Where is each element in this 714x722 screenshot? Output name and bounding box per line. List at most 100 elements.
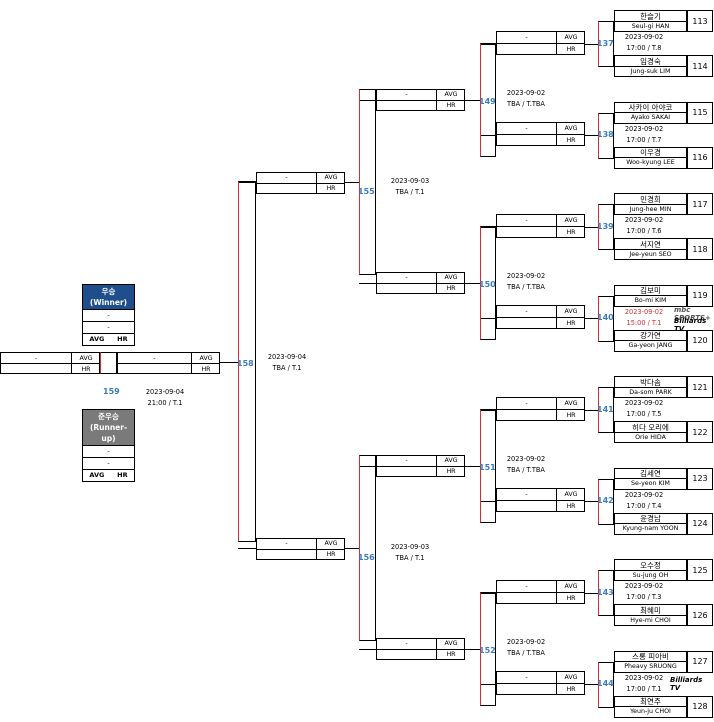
match-date: 2023-09-02 [624,124,664,133]
slot-name: - [525,308,528,315]
player-name-english: Woo-kyung LEE [615,157,686,167]
avg-label: AVG [444,640,458,648]
hr-label: HR [117,335,128,343]
seed-number: 128 [687,695,713,718]
match-date: 2023-09-02 [624,582,664,590]
bracket-line [480,43,496,45]
slot-row-top: -AVG [118,353,219,363]
bracket-line [585,501,598,502]
player-name-english: Ayako SAKAI [615,112,686,122]
match-number: 155 [358,186,375,196]
match-number: 140 [597,313,614,322]
bracket-line [345,547,359,549]
divider [71,353,72,363]
match-date: 2023-09-02 [624,307,664,316]
connector-box [598,661,614,708]
divider [316,549,317,560]
bracket-line [480,226,496,228]
award-title: 우승(Winner) [83,285,134,309]
connector-box [480,43,496,157]
player-name-korean: 서지연 [640,239,661,249]
seed-number: 122 [687,421,713,443]
divider [556,489,557,500]
match-time: 17:00 / T.1 [626,684,662,693]
broadcaster-logo: Billiards TV [670,676,703,692]
match-date: 2023-09-04 [145,388,185,396]
slot-row-bottom: HR [497,42,584,55]
slot-row-bottom: HR [257,548,344,560]
match-time: TBA / T.1 [395,187,425,196]
match-number: 158 [237,359,254,368]
bracket-line [585,318,598,319]
divider [556,135,557,146]
award-title-english: (Winner) [89,298,128,307]
slot-row-bottom: HR [377,465,464,477]
award-title: 준우승(Runner-up) [83,410,134,445]
bracket-line [480,501,496,502]
slot-name: - [525,491,528,498]
connector-box [598,570,614,616]
player-name-english: Yeun-ju CHOI [615,706,686,716]
match-number: 141 [597,404,614,414]
slot-row-top: -AVG [377,455,464,466]
divider [556,306,557,317]
slot-row-bottom: HR [497,317,584,329]
slot-row-bottom: HR [497,500,584,512]
match-time: 17:00 / T.8 [626,44,662,52]
slot-name: - [525,399,528,407]
bracket-line [585,43,598,45]
slot-name: - [285,540,288,547]
connector-box [100,352,117,374]
connector-box [598,478,614,525]
slot-row-bottom: HR [497,225,584,238]
divider [316,172,317,183]
match-time: TBA / T.TBA [507,648,545,657]
seed-number: 126 [687,604,713,626]
connector-box [359,455,376,641]
slot-row-top: -AVG [497,214,584,226]
player-name-english: Pheavy SRUONG [615,661,686,671]
hr-label: HR [326,551,336,558]
seed-number: 121 [687,376,713,398]
slot-row-bottom: HR [257,182,344,194]
player-name-korean: 히다 오리에 [632,422,669,432]
avg-label: AVG [444,457,458,465]
